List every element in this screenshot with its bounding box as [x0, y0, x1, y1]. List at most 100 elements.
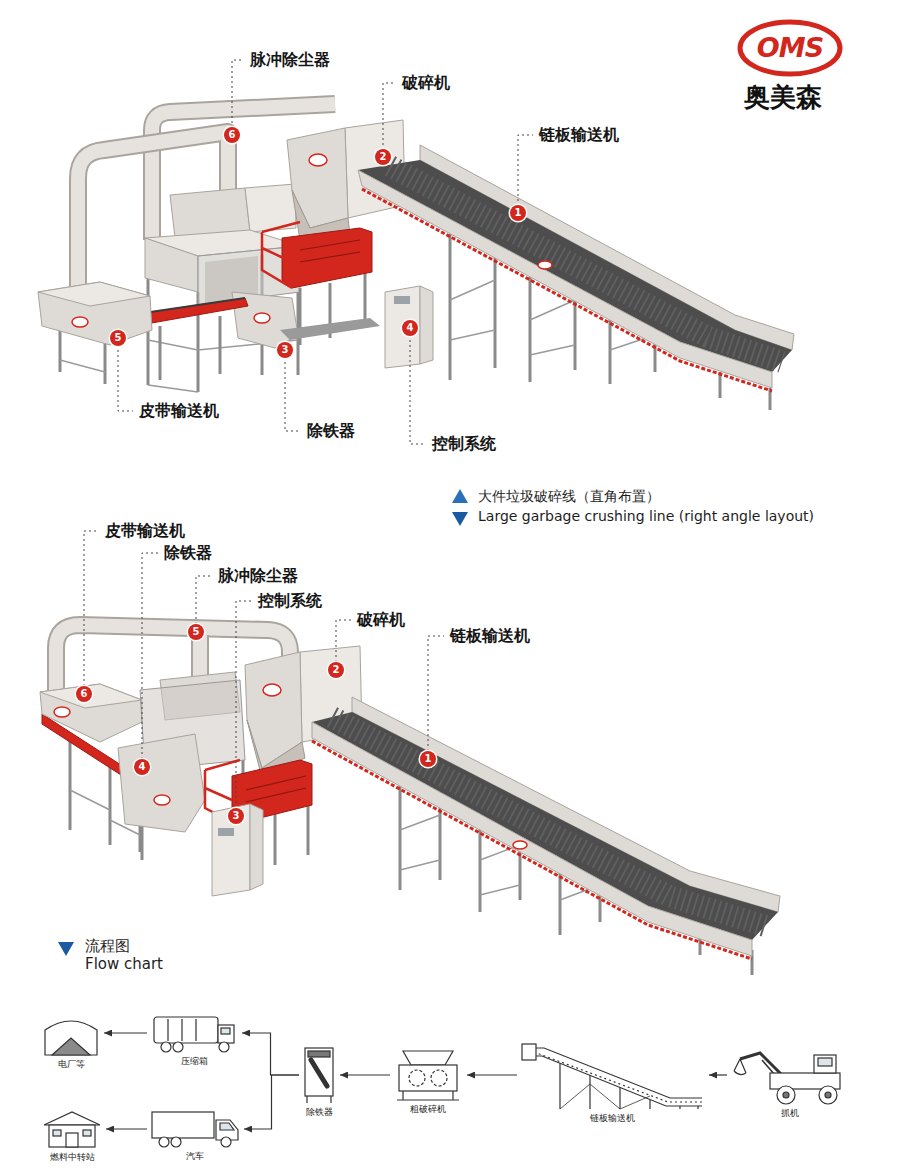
flow-arrow: [244, 1075, 299, 1129]
crusher: [309, 154, 327, 166]
loader-icon-part: [734, 1059, 746, 1075]
node-label: 电厂等: [42, 1058, 100, 1070]
leader-line: [410, 335, 426, 444]
callout-number: 1: [420, 751, 436, 767]
control-cabinet: [212, 804, 263, 896]
callout-number: 6: [76, 686, 92, 702]
chain-conveyor: [312, 712, 778, 940]
station-icon: [44, 1112, 100, 1147]
chain-conveyor: [358, 170, 772, 388]
callout-number: 3: [228, 808, 244, 824]
crusher-icon-part: [397, 1091, 459, 1100]
belt-conveyor: [40, 684, 142, 708]
section-subtitle: Large garbage crushing line (right angle…: [478, 507, 814, 525]
node-label: 粗破碎机: [393, 1103, 463, 1115]
dust-collector: [170, 184, 296, 238]
belt-conveyor: [54, 707, 70, 717]
crusher-icon: [397, 1051, 459, 1100]
callout-number: 3: [277, 342, 293, 358]
separator-icon-part: [308, 1051, 330, 1057]
compactor-icon: [150, 1013, 238, 1053]
control-cabinet: [385, 286, 420, 368]
conveyor-icon: [520, 1040, 705, 1110]
separator-frame: [145, 238, 198, 292]
logo-text: OMS: [757, 33, 823, 63]
logo-ring: [740, 22, 840, 74]
callout-number: 2: [328, 662, 344, 678]
section-marker: [452, 512, 468, 526]
chain-conveyor: [390, 166, 782, 362]
part-name: 除铁器: [305, 421, 357, 441]
loader-icon-part: [818, 1058, 832, 1066]
separator-icon-part: [311, 1060, 327, 1086]
chain-conveyor: [358, 145, 794, 410]
crusher-icon-part: [431, 1070, 447, 1086]
chain-conveyor: [609, 320, 612, 384]
callout-number: 4: [134, 759, 150, 775]
truck-icon: [150, 1110, 240, 1148]
chain-conveyor: [332, 717, 765, 926]
node-label: 燃料中转站: [42, 1151, 102, 1163]
plant-icon-part: [45, 1021, 97, 1055]
chain-conveyor: [449, 234, 452, 380]
flow-arrow: [467, 1074, 517, 1075]
flow-node: 链板输送机: [520, 1040, 705, 1124]
belt-conveyor: [104, 340, 107, 384]
leader-line: [84, 531, 444, 808]
crusher: [263, 684, 281, 696]
flow-node: 压缩箱: [150, 1013, 238, 1067]
crusher-icon-part: [409, 1070, 425, 1086]
conveyor-icon-part: [534, 1052, 702, 1102]
part-name: 控制系统: [430, 434, 498, 454]
callout-number: 6: [224, 127, 240, 143]
station-icon-part: [83, 1130, 91, 1136]
leader-line: [84, 531, 99, 686]
compactor-icon-part: [161, 1042, 171, 1052]
conveyor-icon-part: [649, 1100, 650, 1110]
plant-icon: [45, 1021, 97, 1055]
compactor-icon-part: [154, 1017, 218, 1043]
compactor-icon-part: [219, 1042, 229, 1052]
part-name: 皮带输送机: [137, 401, 221, 421]
leader-line: [428, 636, 444, 751]
chain-conveyor: [513, 841, 527, 849]
control-cabinet: [394, 296, 410, 304]
belt-conveyor: [72, 317, 88, 327]
flow-arrow: [104, 1032, 147, 1033]
station-icon-part: [49, 1125, 95, 1147]
leader-line: [196, 576, 212, 624]
loader-icon-part: [814, 1055, 836, 1073]
station-icon: [42, 1109, 102, 1149]
leader-line: [336, 620, 351, 662]
conveyor-icon-part: [522, 1044, 536, 1060]
logo-ring: [740, 22, 840, 74]
flow-arrow: [340, 1074, 390, 1075]
part-name: 破碎机: [355, 610, 407, 630]
node-label: 压缩箱: [150, 1055, 238, 1067]
section-heading: Flow chart: [85, 955, 163, 973]
part-name: 破碎机: [400, 73, 452, 93]
crusher: [262, 120, 405, 345]
belt-conveyor: [60, 360, 105, 372]
flow-node: 汽车: [150, 1110, 240, 1162]
node-label: 汽车: [150, 1150, 240, 1162]
flow-arrow: [242, 1033, 299, 1075]
callout-number: 2: [375, 149, 391, 165]
node-label: 除铁器: [302, 1106, 336, 1118]
separator-icon-part: [305, 1048, 333, 1096]
separator-icon-part: [307, 1096, 331, 1103]
loader-icon-part: [740, 1053, 782, 1075]
callout-number: 1: [510, 205, 526, 221]
section-heading: 流程图: [85, 937, 130, 955]
conveyor-icon-part: [524, 1048, 702, 1098]
truck-icon-part: [171, 1137, 181, 1147]
compactor-icon-part: [221, 1028, 230, 1034]
part-name: 除铁器: [162, 543, 214, 563]
chain-conveyor: [538, 261, 552, 269]
control-cabinet: [420, 286, 433, 364]
crusher-icon-part: [399, 1065, 457, 1091]
conveyor-icon: [522, 1044, 702, 1109]
belt-conveyor: [109, 758, 112, 845]
